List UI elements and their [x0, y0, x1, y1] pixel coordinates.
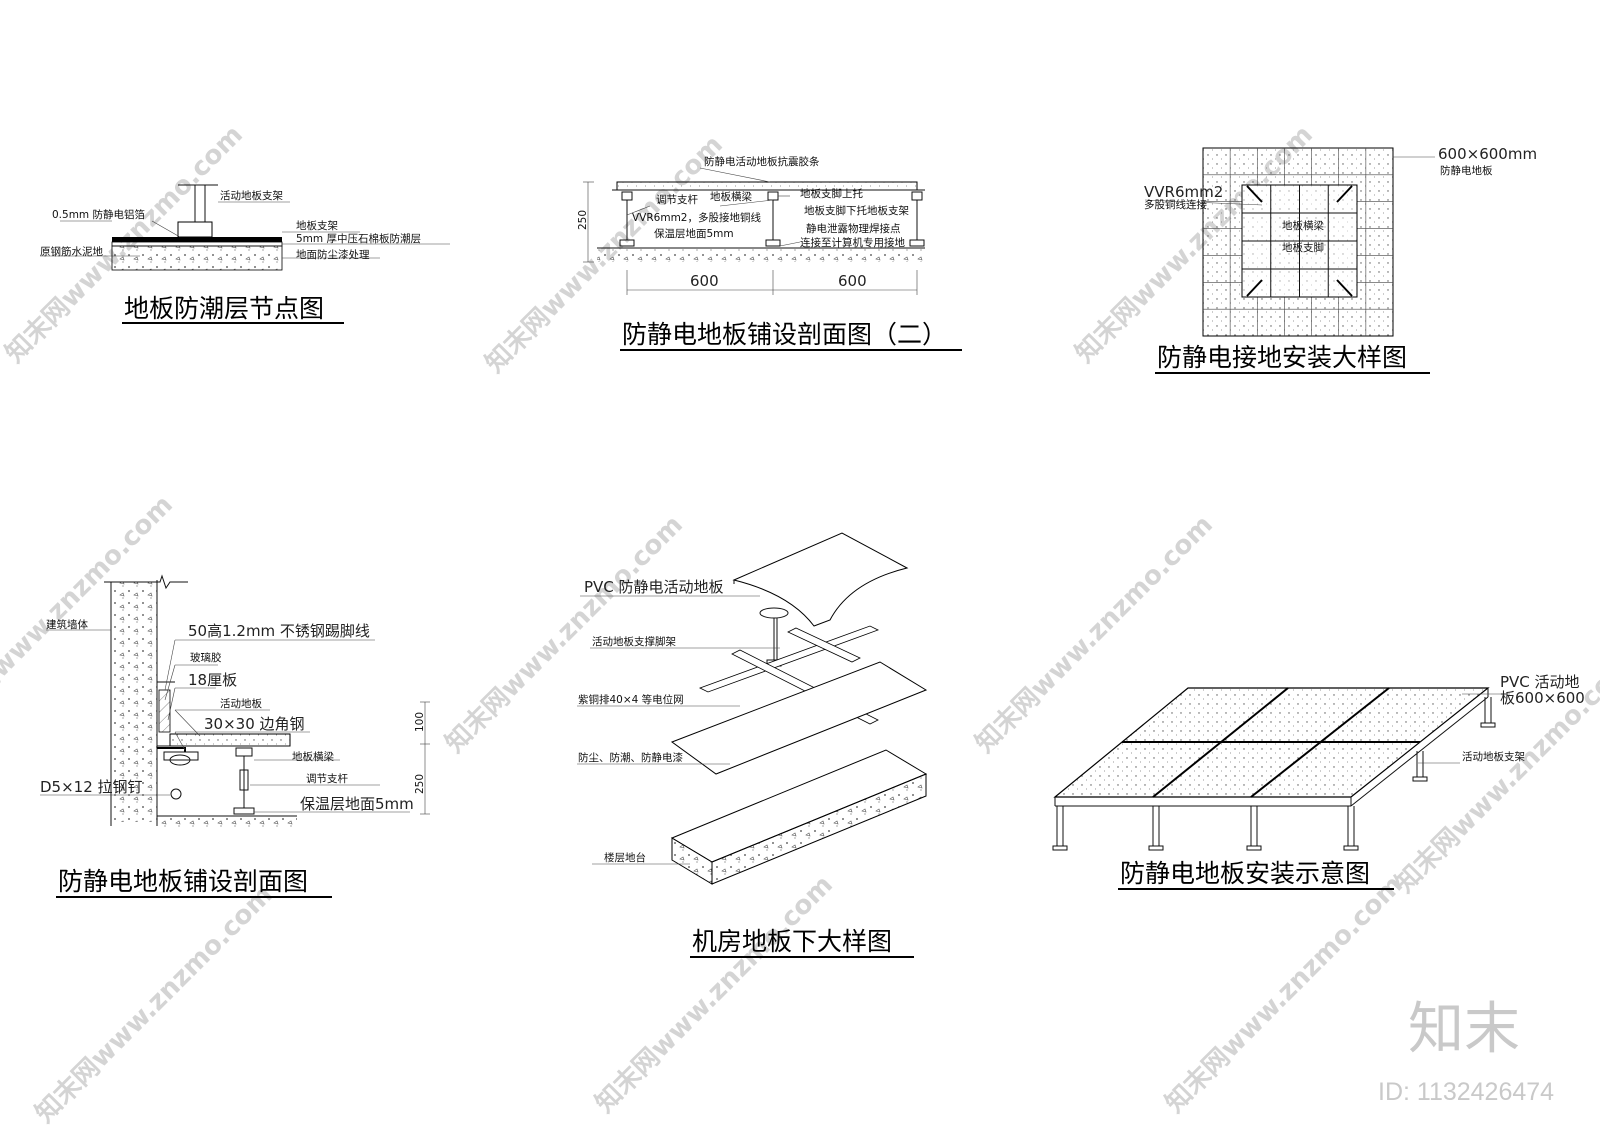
- label-panel-size: 板600×600: [1500, 689, 1585, 707]
- label-ground: 连接至计算机专用接地: [800, 236, 905, 249]
- section-one-drawing: [40, 574, 430, 830]
- install-drawing: [1052, 687, 1510, 851]
- title-install: 防静电地板安装示意图: [1120, 859, 1370, 888]
- watermark-text-2: 知末网www.znzmo.com: [30, 880, 279, 1129]
- label-support: 活动地板支撑脚架: [592, 635, 676, 648]
- exploded-drawing: [577, 532, 928, 885]
- watermark-text-8: 知末网www.znzmo.com: [1160, 870, 1409, 1119]
- dim-span-right: 600: [838, 272, 867, 290]
- support-leg-3: [1343, 845, 1359, 851]
- id-label: ID: 1132426474: [1378, 1078, 1554, 1106]
- label-wire-desc: 多股铜线连接: [1144, 198, 1207, 211]
- floor-panel: [616, 181, 918, 191]
- label-foot-top: 地板支脚上托: [800, 187, 863, 200]
- label-support-top: 活动地板支架: [220, 189, 283, 202]
- support-leg-2: [1246, 845, 1262, 851]
- label-foot: 地板支脚: [1282, 241, 1324, 254]
- label-base: 原钢筋水泥地: [40, 245, 103, 258]
- label-wall: 建筑墙体: [46, 618, 88, 631]
- label-slab: 楼层地台: [604, 851, 646, 864]
- label-dustproof: 地面防尘漆处理: [296, 248, 370, 261]
- coating-layer: [670, 661, 928, 775]
- label-beam: 地板横梁: [1282, 219, 1324, 232]
- label-panel: PVC 防静电活动地板: [584, 578, 724, 596]
- ground-slab: [597, 248, 925, 262]
- support-block: [177, 221, 213, 238]
- dim-span-left: 600: [690, 272, 719, 290]
- copper-strip-a: [698, 625, 880, 693]
- label-board: 5mm 厚中压石棉板防潮层: [296, 232, 421, 245]
- label-beam: 地板横梁: [292, 750, 334, 763]
- title-exploded: 机房地板下大样图: [692, 927, 892, 956]
- label-copper: 紫铜排40×4 等电位网: [578, 693, 684, 706]
- watermark-text-5: 知末网www.znzmo.com: [590, 870, 839, 1119]
- label-skirting: 50高1.2mm 不锈钢踢脚线: [188, 622, 370, 640]
- watermark-text-4: 知末网www.znzmo.com: [440, 510, 689, 759]
- pedestal-right: [909, 191, 925, 247]
- label-wire: VVR6mm2，多股接地铜线: [632, 211, 761, 224]
- raised-panel: [169, 733, 291, 747]
- label-foot-bottom: 地板支脚下托地板支架: [804, 204, 909, 217]
- label-conductor: 静电泄露物理焊接点: [806, 222, 901, 235]
- brand-logo: 知末: [1408, 997, 1520, 1062]
- label-beam: 地板横梁: [710, 190, 752, 203]
- title-moisture: 地板防潮层节点图: [124, 294, 324, 323]
- detail-moisture-drawing: [40, 184, 450, 271]
- label-floor: 活动地板: [220, 697, 262, 710]
- label-insulation: 保温层地面5mm: [654, 227, 734, 240]
- floor-slab: [157, 816, 297, 830]
- label-support: 地板支架: [296, 219, 338, 232]
- label-panel: PVC 活动地: [1500, 673, 1580, 691]
- support-leg-1: [1148, 845, 1164, 851]
- section-two-drawing: [583, 167, 925, 295]
- label-coating: 防尘、防潮、防静电漆: [578, 751, 683, 764]
- top-panel: [732, 532, 909, 627]
- label-glue: 玻璃胶: [190, 651, 222, 664]
- beam: [163, 751, 199, 761]
- label-foil: 0.5mm 防静电铝箔: [52, 208, 145, 221]
- dim-total: 250: [414, 774, 426, 794]
- title-section-two: 防静电地板铺设剖面图（二）: [622, 320, 947, 349]
- support-leg-5: [1480, 722, 1496, 728]
- label-support: 活动地板支架: [1462, 750, 1525, 763]
- foil-layer: [112, 237, 282, 242]
- title-grounding: 防静电接地安装大样图: [1157, 343, 1407, 372]
- grounding-drawing: [1144, 147, 1435, 337]
- title-section-one: 防静电地板铺设剖面图: [58, 867, 308, 896]
- label-bolt: D5×12 拉钢钉: [40, 778, 143, 796]
- label-rod: 调节支杆: [306, 772, 348, 785]
- label-insulation: 保温层地面5mm: [300, 795, 414, 813]
- label-strip: 防静电活动地板抗震胶条: [704, 155, 820, 168]
- pedestal-left: [619, 191, 635, 247]
- label-panel: 防静电地板: [1440, 164, 1493, 177]
- support-leg-0: [1052, 845, 1068, 851]
- watermark-text-0: 知末网www.znzmo.com: [0, 120, 249, 369]
- label-rod: 调节支杆: [656, 193, 698, 206]
- base-slab: [111, 245, 283, 271]
- dim-upper: 100: [414, 712, 426, 732]
- label-wire: VVR6mm2: [1144, 183, 1223, 201]
- support-leg-4: [1412, 776, 1428, 782]
- board-18: [158, 689, 171, 733]
- label-board18: 18厘板: [188, 671, 237, 689]
- ground-wires: [1246, 185, 1353, 297]
- wall: [111, 582, 157, 822]
- label-angle: 30×30 边角钢: [204, 715, 305, 733]
- dim-height: 250: [577, 210, 589, 230]
- label-panel-size: 600×600mm: [1438, 145, 1537, 163]
